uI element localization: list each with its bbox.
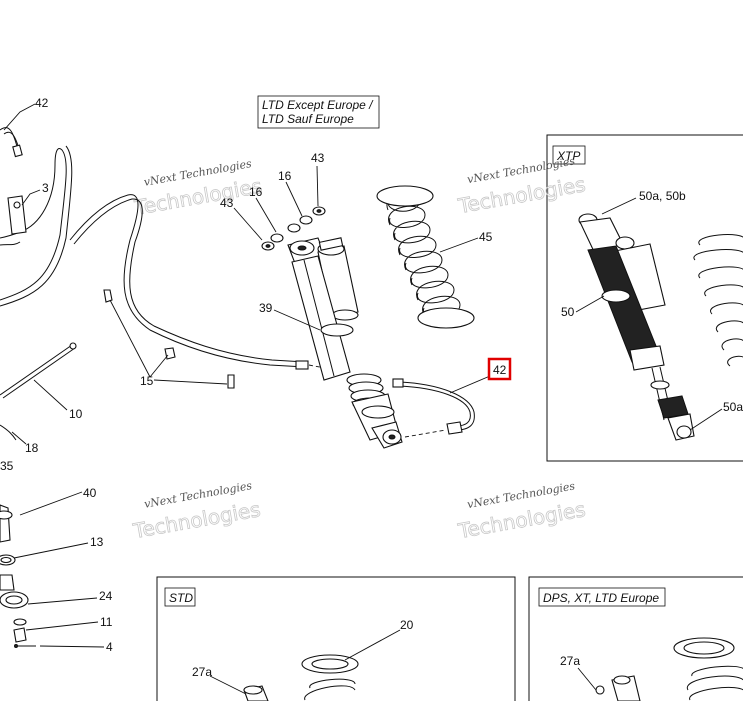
dps-title-box [538,587,666,607]
leader-lines [3,103,723,695]
callout-27a-dps: 27a [560,654,580,668]
callout-50: 50 [561,305,575,319]
hose-part-42 [392,378,475,438]
callout-10: 10 [69,407,83,421]
xtp-title: XTP [556,149,580,163]
callout-45: 45 [479,230,493,244]
main-shock-absorber [287,237,403,449]
left-hose-assembly [0,127,73,307]
callout-16-left: 16 [249,185,263,199]
watermark-mid-left: vNext Technologies Technologies [130,479,262,544]
std-title: STD [169,591,193,605]
watermark-top-right: vNext Technologies Technologies [455,154,587,218]
xtp-spring [693,234,743,367]
callout-13: 13 [90,535,104,549]
rod-part-10 [0,342,77,399]
ltd-title-line2: LTD Sauf Europe [262,112,354,126]
watermark-mid-right: vNext Technologies Technologies [455,479,587,543]
spring-part-45 [376,185,475,329]
callout-40: 40 [83,486,97,500]
std-section-frame [156,576,516,701]
dps-title: DPS, XT, LTD Europe [543,591,659,605]
callout-11: 11 [100,615,113,629]
callout-50a: 50a [723,400,743,414]
callout-labels: 42 3 43 16 16 43 45 39 42 15 10 18 35 40… [0,96,743,679]
callout-20: 20 [400,618,414,632]
callout-42-highlight-box[interactable] [487,357,512,381]
callout-18: 18 [25,441,39,455]
callout-39: 39 [259,301,273,315]
ltd-title-box [257,95,380,129]
callout-50a-50b: 50a, 50b [639,189,686,203]
std-section-parts [243,654,359,701]
callout-24: 24 [99,589,113,603]
watermark-top-left: vNext Technologies Technologies [132,157,264,220]
callout-15: 15 [140,374,154,388]
callout-35: 35 [0,459,14,473]
xtp-title-box [552,145,586,165]
callout-4: 4 [106,640,113,654]
callout-43-left: 43 [220,196,234,210]
ltd-title-line1: LTD Except Europe / [262,98,374,112]
callout-42-top: 42 [35,96,49,110]
callout-42-highlighted[interactable]: 42 [493,363,507,377]
lower-left-hardware [0,424,36,648]
xtp-shock-absorber [578,213,695,441]
callout-3: 3 [42,181,49,195]
dps-section-parts [595,637,743,701]
xtp-section-frame [546,134,743,462]
std-title-box [164,587,196,607]
dps-section-frame [528,576,743,701]
callout-16-right: 16 [278,169,292,183]
callout-43-right: 43 [311,151,325,165]
bushings-43-16 [261,206,326,251]
callout-27a-std: 27a [192,665,212,679]
